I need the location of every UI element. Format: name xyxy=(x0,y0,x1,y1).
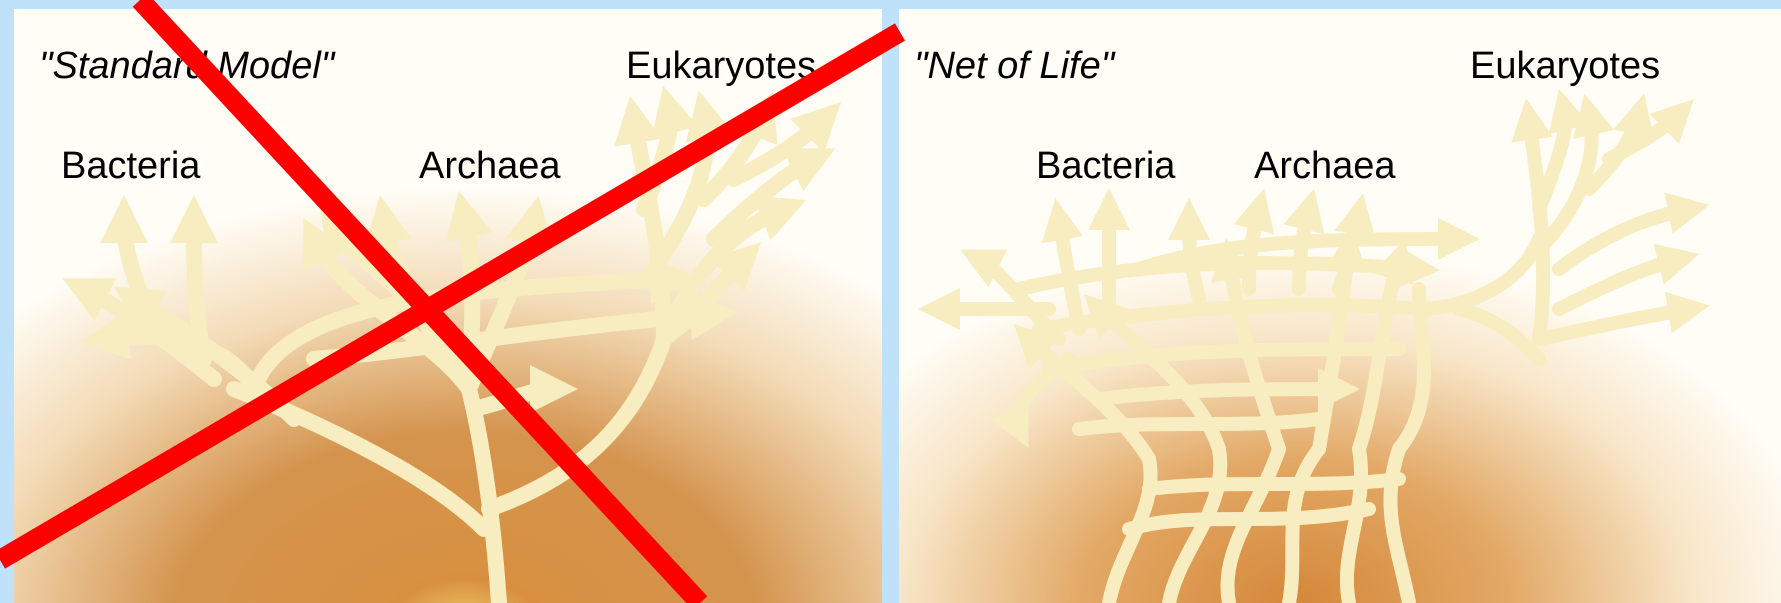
eukaryotes-label: Eukaryotes xyxy=(626,47,816,85)
panel-title: "Standard Model" xyxy=(39,47,334,85)
eukaryotes-label: Eukaryotes xyxy=(1470,47,1660,85)
standard-model-tree xyxy=(14,9,882,603)
archaea-label: Archaea xyxy=(1254,147,1396,185)
archaea-label: Archaea xyxy=(419,147,561,185)
net-of-life-tree xyxy=(899,9,1781,603)
panel-title: "Net of Life" xyxy=(914,47,1114,85)
net-of-life-panel: "Net of Life" Bacteria Archaea Eukaryote… xyxy=(899,9,1781,603)
standard-model-panel: "Standard Model" Bacteria Archaea Eukary… xyxy=(14,9,882,603)
bacteria-label: Bacteria xyxy=(1036,147,1175,185)
bacteria-label: Bacteria xyxy=(61,147,200,185)
panel-divider xyxy=(882,0,899,603)
